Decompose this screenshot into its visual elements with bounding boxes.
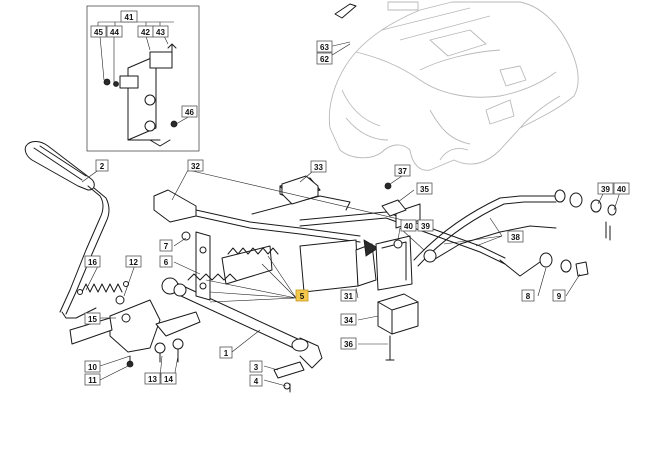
callout-label: 5 xyxy=(300,292,305,301)
callout-41: 41 xyxy=(120,10,138,23)
callout-label: 12 xyxy=(129,258,138,267)
callout-label: 37 xyxy=(398,167,407,176)
callout-35: 35 xyxy=(416,182,433,195)
mower-body-outline xyxy=(328,1,579,171)
callout-32: 32 xyxy=(187,159,204,172)
springs-5 xyxy=(187,247,279,281)
pivot-block-34 xyxy=(377,293,419,361)
callout-45: 45 xyxy=(90,25,107,38)
callout-3: 3 xyxy=(249,360,263,373)
bracket-plate xyxy=(181,231,273,301)
callout-label: 31 xyxy=(344,292,353,301)
callout-36: 36 xyxy=(340,337,357,350)
callout-5: 5 xyxy=(295,289,309,302)
callout-63: 63 xyxy=(316,40,333,53)
callout-31: 31 xyxy=(340,289,357,302)
pedal-33 xyxy=(281,175,319,205)
callout-13: 13 xyxy=(144,372,161,385)
callout-42: 42 xyxy=(137,25,154,38)
callout-label: 8 xyxy=(526,292,531,301)
callout-15: 15 xyxy=(84,312,101,325)
callout-leader-lines xyxy=(81,17,621,387)
callout-label: 44 xyxy=(110,28,119,37)
callout-label: 1 xyxy=(224,349,229,358)
callout-label: 16 xyxy=(88,258,97,267)
callout-label: 11 xyxy=(88,376,97,385)
callout-6: 6 xyxy=(159,255,173,268)
callout-38: 38 xyxy=(507,230,524,243)
main-shaft-1 xyxy=(161,277,323,369)
callout-label: 9 xyxy=(557,292,562,301)
callout-10: 10 xyxy=(84,360,101,373)
callout-label: 33 xyxy=(314,163,323,172)
callout-label: 46 xyxy=(185,108,194,117)
callout-2: 2 xyxy=(95,159,109,172)
callout-label: 13 xyxy=(148,375,157,384)
callout-12: 12 xyxy=(125,255,142,268)
callout-14: 14 xyxy=(160,372,177,385)
callout-37: 37 xyxy=(394,164,411,177)
inset-detail-box xyxy=(86,5,200,152)
callout-label: 40 xyxy=(617,185,626,194)
callout-11: 11 xyxy=(84,373,101,386)
callout-label: 34 xyxy=(344,316,353,325)
callout-label: 41 xyxy=(125,13,134,22)
callout-40-right: 40 xyxy=(613,182,630,195)
small-parts-3-4 xyxy=(273,361,305,393)
callout-label: 63 xyxy=(320,43,329,52)
callout-8: 8 xyxy=(521,289,535,302)
callout-7: 7 xyxy=(159,239,173,252)
callout-1: 1 xyxy=(219,346,233,359)
callout-label: 43 xyxy=(156,28,165,37)
pedal-linkage xyxy=(69,295,201,368)
callout-34: 34 xyxy=(340,313,357,326)
callout-label: 6 xyxy=(164,258,169,267)
callout-label: 38 xyxy=(511,233,520,242)
callout-39-right: 39 xyxy=(597,182,614,195)
callout-label: 2 xyxy=(100,162,105,171)
center-frame-31 xyxy=(299,182,437,293)
callout-label: 36 xyxy=(344,340,353,349)
callout-62: 62 xyxy=(316,52,333,65)
callout-label: 15 xyxy=(88,315,97,324)
callout-label: 62 xyxy=(320,55,329,64)
callout-label: 40 xyxy=(404,222,413,231)
callout-label: 45 xyxy=(94,28,103,37)
callout-40-mid: 40 xyxy=(400,219,417,232)
callout-label: 32 xyxy=(191,162,200,171)
callout-label: 35 xyxy=(420,185,429,194)
callout-4: 4 xyxy=(249,374,263,387)
callout-label: 39 xyxy=(601,185,610,194)
callout-43: 43 xyxy=(152,25,169,38)
callout-46: 46 xyxy=(181,105,198,118)
callout-label: 39 xyxy=(421,222,430,231)
callout-9: 9 xyxy=(552,289,566,302)
lever-handle-assembly xyxy=(24,141,110,319)
callout-label: 3 xyxy=(254,363,259,372)
callout-16: 16 xyxy=(84,255,101,268)
callout-label: 14 xyxy=(164,375,173,384)
callout-label: 42 xyxy=(141,28,150,37)
callout-boxes: 41 45 44 42 43 46 2 32 33 37 35 40 39 63… xyxy=(84,10,630,387)
callout-label: 10 xyxy=(88,363,97,372)
callout-44: 44 xyxy=(106,25,123,38)
callout-label: 4 xyxy=(254,377,259,386)
right-hardware xyxy=(539,189,617,277)
callout-39-mid: 39 xyxy=(417,219,434,232)
spring-16 xyxy=(77,281,129,295)
callout-label: 7 xyxy=(164,242,169,251)
callout-33: 33 xyxy=(310,160,327,173)
